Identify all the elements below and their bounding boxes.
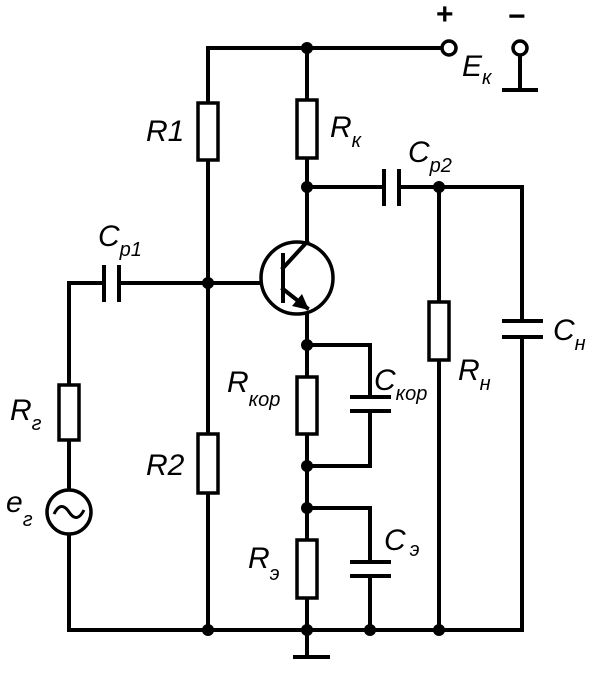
label-cn: Cн — [553, 314, 586, 355]
negative-terminal — [511, 39, 529, 57]
capacitor-cn — [502, 319, 543, 339]
label-eg: eг — [6, 486, 33, 531]
resistor-r1 — [196, 101, 220, 162]
capacitor-cp2 — [382, 169, 401, 206]
label-supply-ek: Eк — [462, 50, 493, 89]
resistor-rn — [427, 300, 451, 362]
label-rg: Rг — [10, 394, 42, 435]
label-cp2: Cp2 — [408, 136, 452, 177]
transistor-npn — [259, 239, 335, 316]
resistor-rkor — [295, 375, 319, 436]
signal-generator — [45, 488, 93, 536]
label-re: Rэ — [248, 542, 280, 585]
label-cp1: Cp1 — [98, 220, 142, 261]
label-rk: Rк — [330, 111, 363, 152]
label-rn: Rн — [458, 354, 491, 395]
emitter-arrow-icon — [292, 294, 309, 310]
resistor-rk — [295, 98, 319, 160]
resistor-re — [295, 538, 319, 600]
minus-sign: − — [508, 0, 526, 33]
capacitor-ce — [350, 560, 391, 578]
junction-dots — [202, 42, 445, 636]
capacitor-ckor — [350, 395, 391, 413]
wires — [67, 46, 524, 657]
label-r1: R1 — [146, 115, 184, 148]
plus-sign: + — [436, 0, 454, 31]
label-rkor: Rкор — [227, 366, 280, 411]
label-ckor: Cкор — [374, 364, 427, 405]
label-r2: R2 — [146, 449, 185, 482]
resistor-r2 — [196, 432, 220, 495]
resistor-rg — [57, 383, 81, 442]
positive-terminal — [440, 39, 458, 57]
capacitor-cp1 — [102, 265, 121, 302]
